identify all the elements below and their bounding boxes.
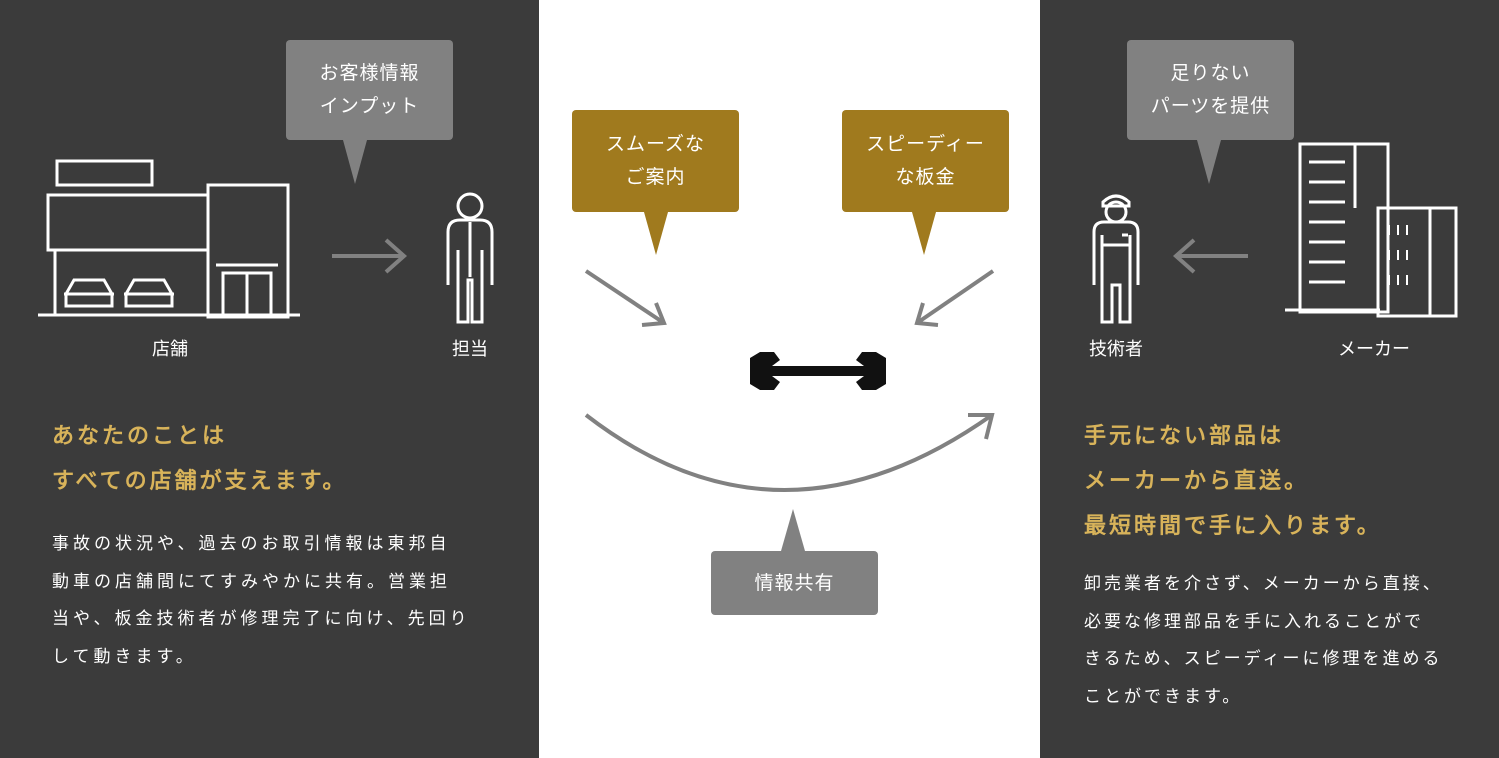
bubble-line: スムーズな [605, 133, 706, 155]
bubble-line: お客様情報 [319, 62, 420, 84]
speedy-sheet-metal-bubble: スピーディー な板金 [842, 110, 1009, 255]
bubble-line: インプット [319, 95, 420, 117]
maker-building-icon [1285, 142, 1458, 318]
arrow-down-left-icon [914, 269, 995, 327]
body-line: 動車の店舗間にてすみやかに共有。営業担 [52, 571, 451, 592]
maker-label: メーカー [1338, 339, 1410, 360]
body-line: きるため、スピーディーに修理を進める [1084, 649, 1443, 669]
left-panel: お客様情報 インプット 店舗 担当 あなたのことは すべての店舗が支えます。 事… [0, 0, 539, 758]
store-label: 店舗 [152, 339, 188, 360]
body-line: 必要な修理部品を手に入れることがで [1084, 611, 1424, 632]
arrow-right-icon [332, 238, 408, 274]
wrench-icon [750, 352, 886, 390]
smooth-guidance-bubble: スムーズな ご案内 [572, 110, 739, 255]
store-icon [38, 159, 300, 319]
body-line: して動きます。 [52, 646, 197, 667]
curved-arrow-icon [584, 413, 995, 492]
body-line: 当や、板金技術者が修理完了に向け、先回り [52, 609, 471, 629]
right-panel: 足りない パーツを提供 技術者 メーカー 手元にない部品は メーカーから直送。 … [1040, 0, 1499, 758]
staff-person-icon [446, 192, 494, 324]
arrow-down-right-icon [584, 269, 667, 327]
flow-arrows [584, 269, 995, 492]
body-line: ことができます。 [1084, 686, 1243, 707]
bubble-line: パーツを提供 [1150, 95, 1271, 117]
left-body-text: 事故の状況や、過去のお取引情報は東邦自 動車の店舗間にてすみやかに共有。営業担 … [52, 526, 471, 676]
left-heading: あなたのことは すべての店舗が支えます。 [52, 414, 347, 504]
bubble-line: スピーディー [866, 133, 985, 155]
right-body-text: 卸売業者を介さず、メーカーから直接、 必要な修理部品を手に入れることがで きるた… [1084, 566, 1443, 716]
staff-label: 担当 [452, 339, 488, 360]
parts-supply-bubble: 足りない パーツを提供 [1127, 40, 1294, 184]
technician-label: 技術者 [1089, 339, 1143, 360]
arrow-left-icon [1172, 238, 1248, 274]
heading-line: すべての店舗が支えます。 [52, 469, 348, 494]
bubble-line: 足りない [1170, 62, 1251, 84]
bubble-line: な板金 [895, 166, 956, 188]
heading-line: 手元にない部品は [1084, 424, 1285, 449]
bubble-line: 情報共有 [754, 571, 835, 594]
body-line: 卸売業者を介さず、メーカーから直接、 [1084, 574, 1443, 594]
heading-line: メーカーから直送。 [1084, 469, 1310, 494]
right-heading: 手元にない部品は メーカーから直送。 最短時間で手に入ります。 [1084, 414, 1382, 549]
bubble-line: ご案内 [625, 166, 686, 188]
technician-icon [1092, 194, 1140, 324]
heading-line: 最短時間で手に入ります。 [1084, 514, 1382, 539]
body-line: 事故の状況や、過去のお取引情報は東邦自 [52, 534, 451, 554]
heading-line: あなたのことは [52, 424, 228, 449]
customer-info-bubble: お客様情報 インプット [286, 40, 453, 184]
info-sharing-bubble: 情報共有 [711, 509, 878, 615]
